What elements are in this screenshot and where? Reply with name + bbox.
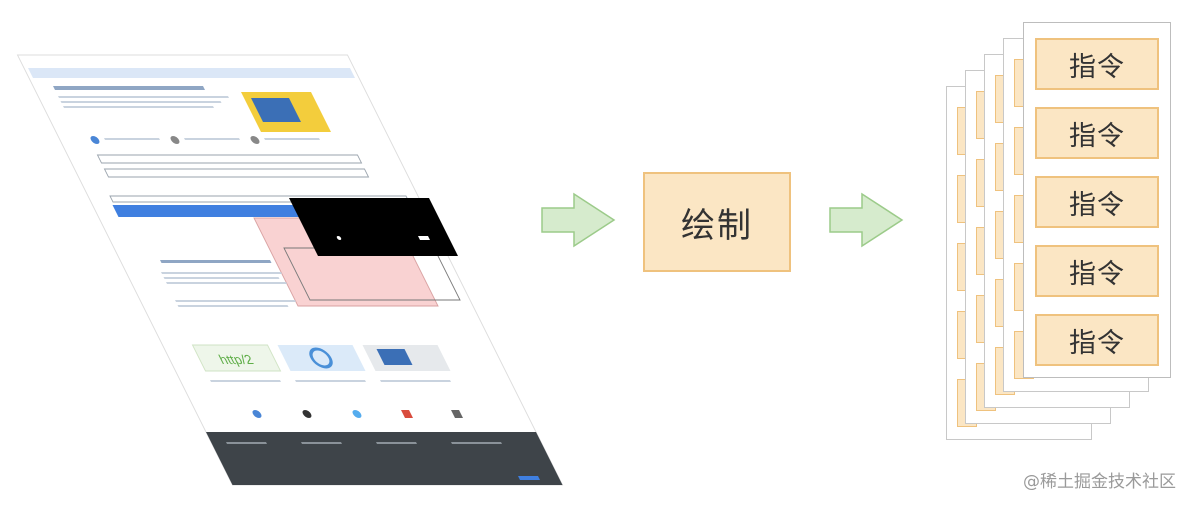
thumbnail-graphic <box>309 347 333 369</box>
text-line <box>161 272 282 274</box>
layer-outline <box>96 154 363 164</box>
text-line <box>175 300 296 302</box>
feature-icon <box>170 136 180 144</box>
video-dot <box>336 236 342 240</box>
webpage-illustration: http/2 <box>16 54 564 486</box>
layer-outline <box>103 168 370 178</box>
command-label: 指令 <box>1069 258 1125 290</box>
feature-icon <box>250 136 260 144</box>
command-item: 指令 <box>1035 107 1159 159</box>
social-icon <box>302 410 312 418</box>
paint-step-box: 绘制 <box>643 172 791 272</box>
thumbnail-logo-text: http/2 <box>216 353 256 367</box>
social-icon <box>401 410 413 418</box>
text-line <box>210 380 281 382</box>
footer-text <box>376 442 417 444</box>
text-line <box>163 277 280 279</box>
text-line <box>295 380 366 382</box>
text-line <box>184 138 240 140</box>
video-control <box>418 236 430 240</box>
command-item: 指令 <box>1035 314 1159 366</box>
command-label: 指令 <box>1069 120 1125 152</box>
command-label: 指令 <box>1069 189 1125 221</box>
command-label: 指令 <box>1069 51 1125 83</box>
footer-button <box>518 476 540 480</box>
text-line <box>177 305 289 307</box>
paint-label: 绘制 <box>681 205 753 246</box>
command-label: 指令 <box>1069 327 1125 359</box>
text-line <box>58 96 229 98</box>
thumbnail <box>191 344 282 372</box>
command-list-front: 指令 指令 指令 指令 指令 <box>1023 22 1171 378</box>
thumbnail <box>277 345 366 371</box>
social-icon <box>252 410 262 418</box>
text-line <box>63 106 214 108</box>
footer-text <box>226 442 267 444</box>
video-layer <box>289 198 458 256</box>
hero-screen <box>251 98 301 122</box>
command-item: 指令 <box>1035 245 1159 297</box>
footer-text <box>451 442 502 444</box>
watermark: @稀土掘金技术社区 <box>1023 472 1176 492</box>
text-line <box>104 138 160 140</box>
text-line <box>60 101 222 103</box>
page-top-bar <box>28 68 355 78</box>
arrow-right-icon <box>829 192 904 248</box>
text-line <box>380 380 451 382</box>
text-line <box>166 282 287 284</box>
social-icon <box>352 410 362 418</box>
command-item: 指令 <box>1035 38 1159 90</box>
feature-icon <box>90 136 100 144</box>
page-footer <box>206 432 563 485</box>
thumbnail-graphic <box>376 349 413 365</box>
footer-text <box>301 442 342 444</box>
text-line <box>264 138 320 140</box>
page-heading <box>53 86 205 90</box>
section-heading <box>160 260 272 263</box>
command-item: 指令 <box>1035 176 1159 228</box>
arrow-right-icon <box>541 192 616 248</box>
social-icon <box>451 410 463 418</box>
